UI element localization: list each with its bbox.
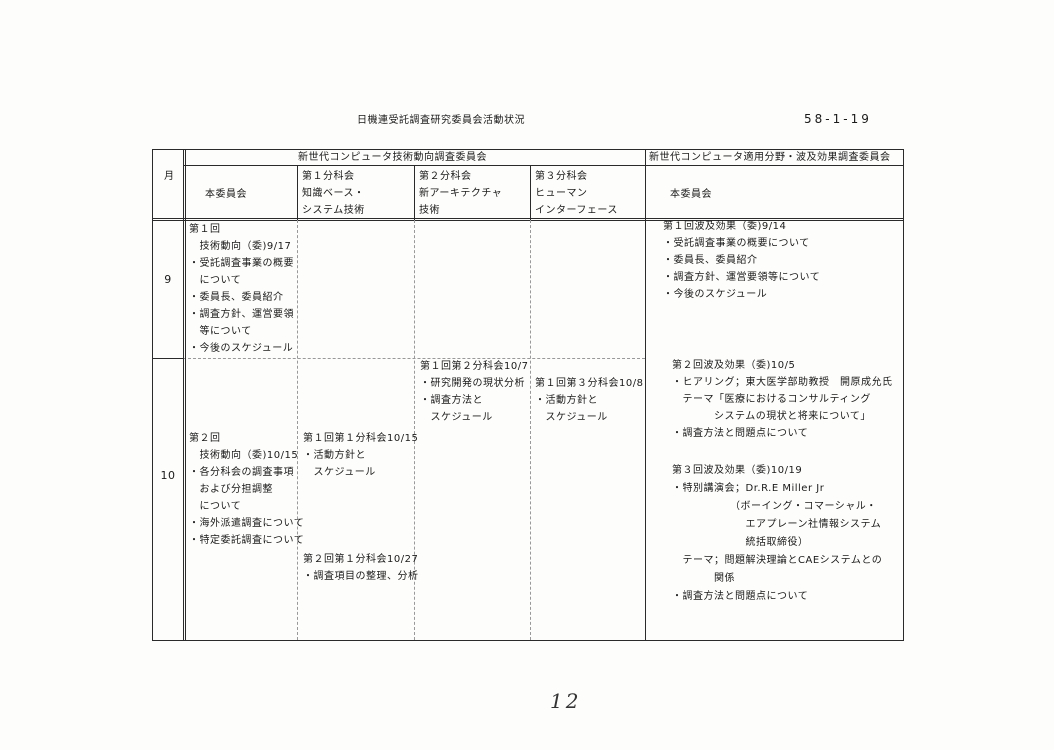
header-line: 知識ベース・ — [302, 188, 365, 199]
cell-line: ・受託調査事業の概要について — [663, 238, 810, 249]
cell-line: 第２回第１分科会10/27 — [303, 554, 419, 565]
month-column-divider — [183, 149, 184, 641]
cell-line: ・調査方針、運営要領 — [189, 309, 294, 320]
sub2-dashed-divider — [414, 220, 415, 640]
cell-line: ・研究開発の現状分析 — [420, 378, 525, 389]
cell-line: スケジュール — [303, 467, 376, 478]
cell-line: 第１回波及効果（委)9/14 — [663, 221, 787, 232]
group-header-divider — [183, 165, 904, 166]
cell-line: ・海外派遣調査について — [189, 518, 305, 529]
cell-line: および分担調整 — [189, 484, 273, 495]
cell-line: スケジュール — [535, 412, 608, 423]
cell-line: ・調査項目の整理、分析 — [303, 571, 419, 582]
cell-line: スケジュール — [420, 412, 493, 423]
cell-line: ・委員長、委員紹介 — [189, 292, 284, 303]
header-line: 第１分科会 — [302, 171, 355, 182]
sub1-column-divider — [297, 165, 298, 220]
month-column-divider-double — [185, 149, 186, 641]
cell-line: 等について — [189, 326, 252, 337]
cell-line: ・今後のスケジュール — [663, 289, 768, 300]
table-border-left — [152, 149, 153, 641]
cell-line: ・各分科会の調査事項 — [189, 467, 294, 478]
header-line: 新アーキテクチャ — [419, 188, 503, 199]
month-row-divider — [152, 358, 183, 359]
cell-line: 技術動向（委)9/17 — [189, 241, 292, 252]
cell-line: 第３回波及効果（委)10/19 — [672, 465, 803, 476]
cell-line: システムの現状と将来について」 — [672, 411, 871, 422]
cell-line: テーマ「医療におけるコンサルティング — [672, 394, 871, 405]
table-border-top — [152, 149, 904, 150]
page-number: 12 — [550, 689, 582, 713]
header-line: 第２分科会 — [419, 171, 472, 182]
cell-line: 第２回波及効果（委)10/5 — [672, 360, 796, 371]
cell-line: （ボーイング・コマーシャル・ — [672, 501, 877, 512]
sub3-dashed-divider — [530, 220, 531, 640]
cell-line: テーマ；問題解決理論とCAEシステムとの — [672, 555, 883, 566]
cell-line: について — [189, 501, 242, 512]
month-label: 10 — [160, 469, 176, 482]
table-border-right — [903, 149, 904, 641]
cell-line: 技術動向（委)10/15 — [189, 450, 299, 461]
cell-line: 関係 — [672, 573, 735, 584]
cell-line: ・特定委託調査について — [189, 535, 305, 546]
cell-line: 第１回第２分科会10/7 — [420, 361, 529, 372]
cell-line: ・調査方法と問題点について — [672, 591, 809, 602]
header-bottom-line — [152, 218, 904, 219]
header-line: ヒューマン — [535, 188, 588, 199]
group-header-left: 新世代コンピュータ技術動向調査委員会 — [298, 152, 487, 163]
cell-line: ・受託調査事業の概要 — [189, 258, 294, 269]
header-line: インターフェース — [535, 205, 618, 216]
cell-line: について — [189, 275, 242, 286]
cell-line: 統括取締役） — [672, 537, 809, 548]
header-line: 技術 — [419, 205, 440, 216]
cell-line: エアプレーン社情報システム — [672, 519, 882, 530]
committee-divider — [645, 149, 646, 641]
cell-line: ・調査方法と — [420, 395, 483, 406]
sub2-column-divider — [414, 165, 415, 220]
cell-line: ・特別講演会；Dr.R.E Miller Jr — [672, 483, 825, 494]
cell-line: ・活動方針と — [535, 395, 598, 406]
cell-line: ・活動方針と — [303, 450, 366, 461]
cell-line: ・ヒアリング；東大医学部助教授 開原成允氏 — [672, 377, 893, 388]
cell-line: 第２回 — [189, 433, 221, 444]
cell-line: ・委員長、委員紹介 — [663, 255, 758, 266]
cell-line: ・調査方針、運営要領等について — [663, 272, 821, 283]
header-line: 第３分科会 — [535, 171, 588, 182]
sub3-column-divider — [530, 165, 531, 220]
column-header-main: 本委員会 — [205, 189, 247, 200]
header-line: システム技術 — [302, 205, 365, 216]
header-bottom-line-double — [152, 220, 904, 221]
cell-line: ・今後のスケジュール — [189, 343, 294, 354]
column-header-month: 月 — [164, 171, 175, 182]
month-label: 9 — [164, 273, 172, 286]
table-border-bottom — [152, 640, 904, 641]
cell-line: 第１回第３分科会10/8 — [535, 378, 644, 389]
column-header-right-main: 本委員会 — [670, 189, 712, 200]
cell-line: ・調査方法と問題点について — [672, 428, 809, 439]
group-header-right: 新世代コンピュータ適用分野・波及効果調査委員会 — [649, 152, 891, 163]
sub1-dashed-divider — [297, 220, 298, 640]
cell-line: 第１回 — [189, 224, 221, 235]
document-number: 58-1-19 — [804, 112, 872, 126]
cell-line: 第１回第１分科会10/15 — [303, 433, 419, 444]
document-title: 日機連受託調査研究委員会活動状況 — [357, 115, 525, 126]
